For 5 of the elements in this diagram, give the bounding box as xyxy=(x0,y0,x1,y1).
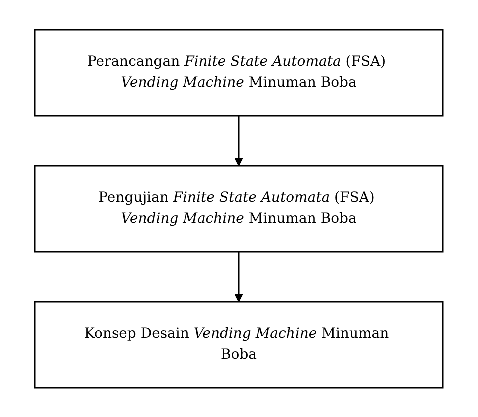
arrow xyxy=(234,116,244,166)
arrow xyxy=(234,252,244,302)
node-box: Pengujian Finite State Automata (FSA) Vending Machine Minuman Boba xyxy=(34,164,444,252)
node-box: Konsep Desain Vending Machine Minuman Boba xyxy=(34,300,444,388)
node-box: Perancangan Finite State Automata (FSA) Vending Machine Minuman Boba xyxy=(34,28,444,116)
